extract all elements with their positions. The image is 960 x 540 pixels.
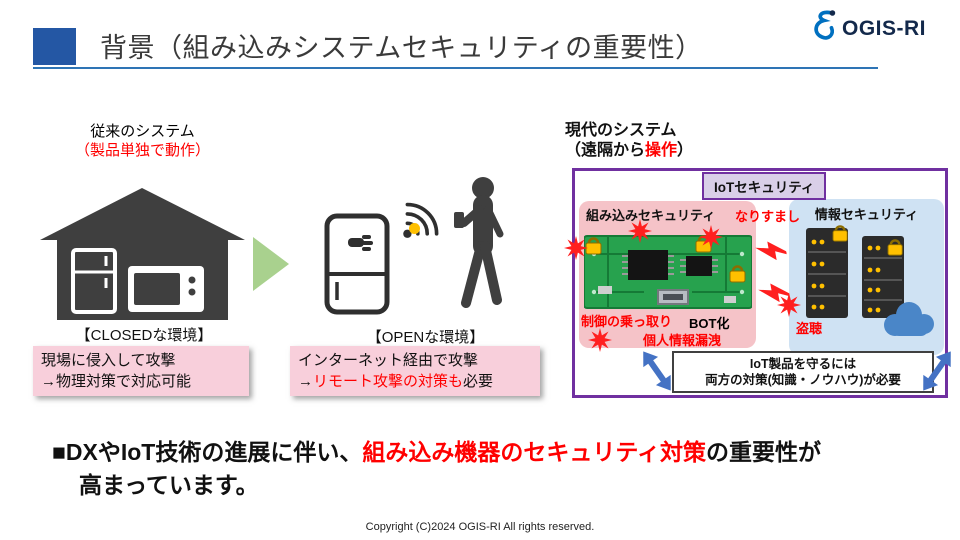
open-attack-line2: →リモート攻撃の対策も必要 [298, 373, 494, 390]
chip-icon [686, 256, 712, 276]
lock-icon [887, 239, 903, 256]
signal-dot-icon [409, 223, 420, 234]
open-attack-box: インターネット経由で攻撃 →リモート攻撃の対策も必要 [290, 346, 540, 396]
conclusion-highlight: 組み込み機器のセキュリティ対策 [362, 439, 706, 465]
info-security-label: 情報セキュリティ [814, 207, 919, 222]
double-arrow-icon [633, 344, 680, 397]
logo-text: OGIS-RI [842, 16, 927, 40]
bullet-square: ■ [52, 439, 66, 465]
transition-arrow-icon [253, 237, 289, 291]
open-attack-line1: インターネット経由で攻撃 [298, 352, 479, 369]
legacy-attack-line2: →物理対策で対応可能 [41, 373, 192, 390]
smart-fridge-icon [322, 212, 392, 316]
attack-burst-icon [628, 219, 652, 243]
protection-need-box: IoT製品を守るには 両方の対策(知識・ノウハウ)が必要 [672, 351, 934, 393]
attack-burst-icon [564, 236, 588, 260]
double-arrow-icon [913, 344, 960, 397]
threat-control-hijack: 制御の乗っ取り [581, 314, 673, 329]
phone-icon [454, 212, 464, 228]
chip-icon [628, 250, 668, 280]
title-accent-square [33, 28, 76, 65]
lightning-bolt-icon [754, 239, 787, 264]
attack-burst-icon [777, 293, 801, 317]
modern-system-title: 現代のシステム [565, 122, 677, 139]
page-title: 背景（組み込みシステムセキュリティの重要性） [100, 33, 703, 63]
legacy-attack-line1: 現場に侵入して攻撃 [41, 352, 176, 369]
attack-burst-icon [699, 225, 723, 249]
person-with-phone-icon [452, 176, 510, 314]
copyright-text: Copyright (C)2024 OGIS-RI All rights res… [365, 521, 595, 533]
hand-icon [348, 235, 373, 251]
closed-env-label: 【CLOSEDな環境】 [75, 327, 213, 344]
lock-icon [832, 225, 848, 242]
protection-need-line2: 両方の対策(知識・ノウハウ)が必要 [705, 373, 901, 387]
legacy-attack-box: 現場に侵入して攻撃 →物理対策で対応可能 [33, 346, 249, 396]
threat-botification: BOT化 [689, 316, 730, 331]
house-icon [40, 188, 245, 320]
legacy-system-title: 従来のシステム [90, 123, 195, 140]
protection-need-line1: IoT製品を守るには [749, 356, 857, 371]
legacy-system-subtitle: （製品単独で動作） [74, 142, 210, 159]
threat-spoofing: なりすまし [735, 209, 801, 224]
conclusion-line2: 高まっています。 [79, 472, 259, 499]
company-logo: OGIS-RI [812, 8, 926, 49]
logo-mark-icon [812, 8, 838, 49]
title-underline [33, 67, 878, 69]
lightning-bolt-icon [757, 281, 790, 306]
threat-data-leak: 個人情報漏洩 [643, 333, 722, 348]
lock-icon [729, 265, 746, 283]
servers-icon [800, 224, 912, 320]
attack-burst-icon [588, 328, 612, 352]
embedded-security-label: 組み込みセキュリティ [586, 208, 716, 223]
wifi-signal-icon [398, 192, 446, 240]
conclusion-text: ■DXやIoT技術の進展に伴い、組み込み機器のセキュリティ対策の重要性が 高まっ… [52, 436, 937, 503]
conclusion-line1: ■DXやIoT技術の進展に伴い、組み込み機器のセキュリティ対策の重要性が [52, 439, 821, 465]
circuit-board-icon [583, 228, 753, 314]
modern-system-subtitle: （遠隔から操作） [565, 142, 694, 159]
threat-eavesdropping: 盗聴 [796, 321, 823, 336]
cloud-icon [878, 298, 940, 340]
iot-security-label: IoTセキュリティ [702, 172, 827, 200]
open-env-label: 【OPENな環境】 [366, 329, 485, 346]
